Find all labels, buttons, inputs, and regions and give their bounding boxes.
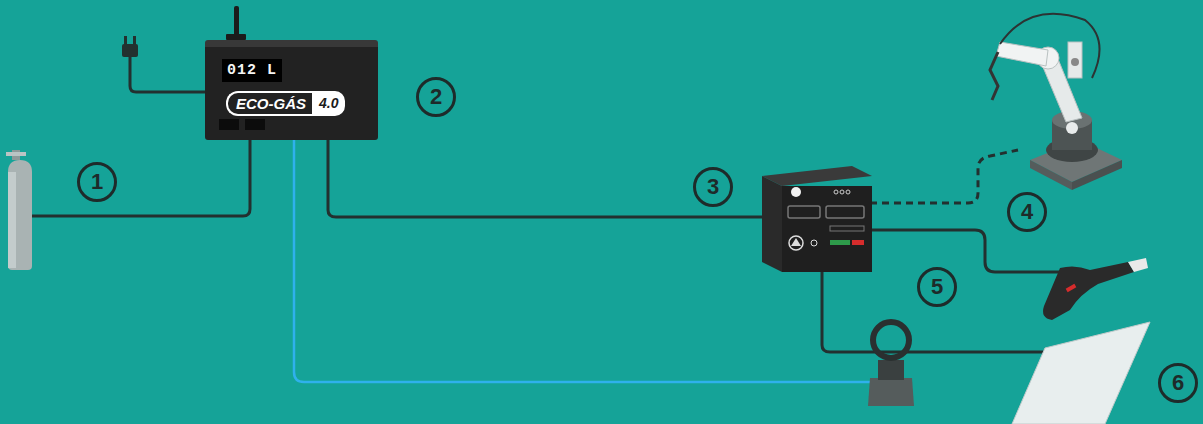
workpiece (1012, 322, 1150, 424)
callout-number: 1 (77, 162, 117, 202)
welding-machine (762, 166, 872, 272)
power-plug (122, 36, 138, 57)
gas-hose (32, 56, 1060, 352)
gas-cylinder (6, 150, 32, 270)
welding-torch (1043, 258, 1148, 320)
brand-version: 4.0 (312, 91, 345, 116)
antenna (226, 6, 246, 40)
device-button (245, 119, 265, 130)
device-button (219, 119, 239, 130)
eco-gas-device: 012 L ECO-GÁS4.0 (205, 40, 378, 140)
current-sensor (868, 322, 914, 406)
callout-number: 6 (1158, 363, 1198, 403)
callout-number: 5 (917, 267, 957, 307)
robot-cable (870, 150, 1018, 203)
callout-number: 4 (1007, 192, 1047, 232)
flow-display: 012 L (222, 59, 282, 82)
brand-logo: ECO-GÁS (226, 91, 312, 116)
callout-number: 3 (693, 167, 733, 207)
welding-robot (990, 14, 1122, 190)
callout-number: 2 (416, 77, 456, 117)
